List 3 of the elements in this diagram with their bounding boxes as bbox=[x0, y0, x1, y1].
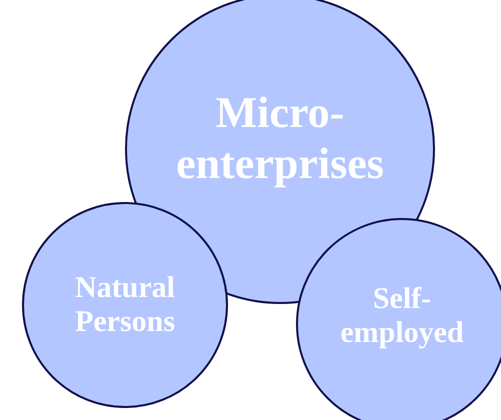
node-text: Micro- enterprises bbox=[175, 88, 385, 190]
node-text: Self- employed bbox=[339, 282, 465, 350]
node-text: Natural Persons bbox=[74, 270, 176, 340]
